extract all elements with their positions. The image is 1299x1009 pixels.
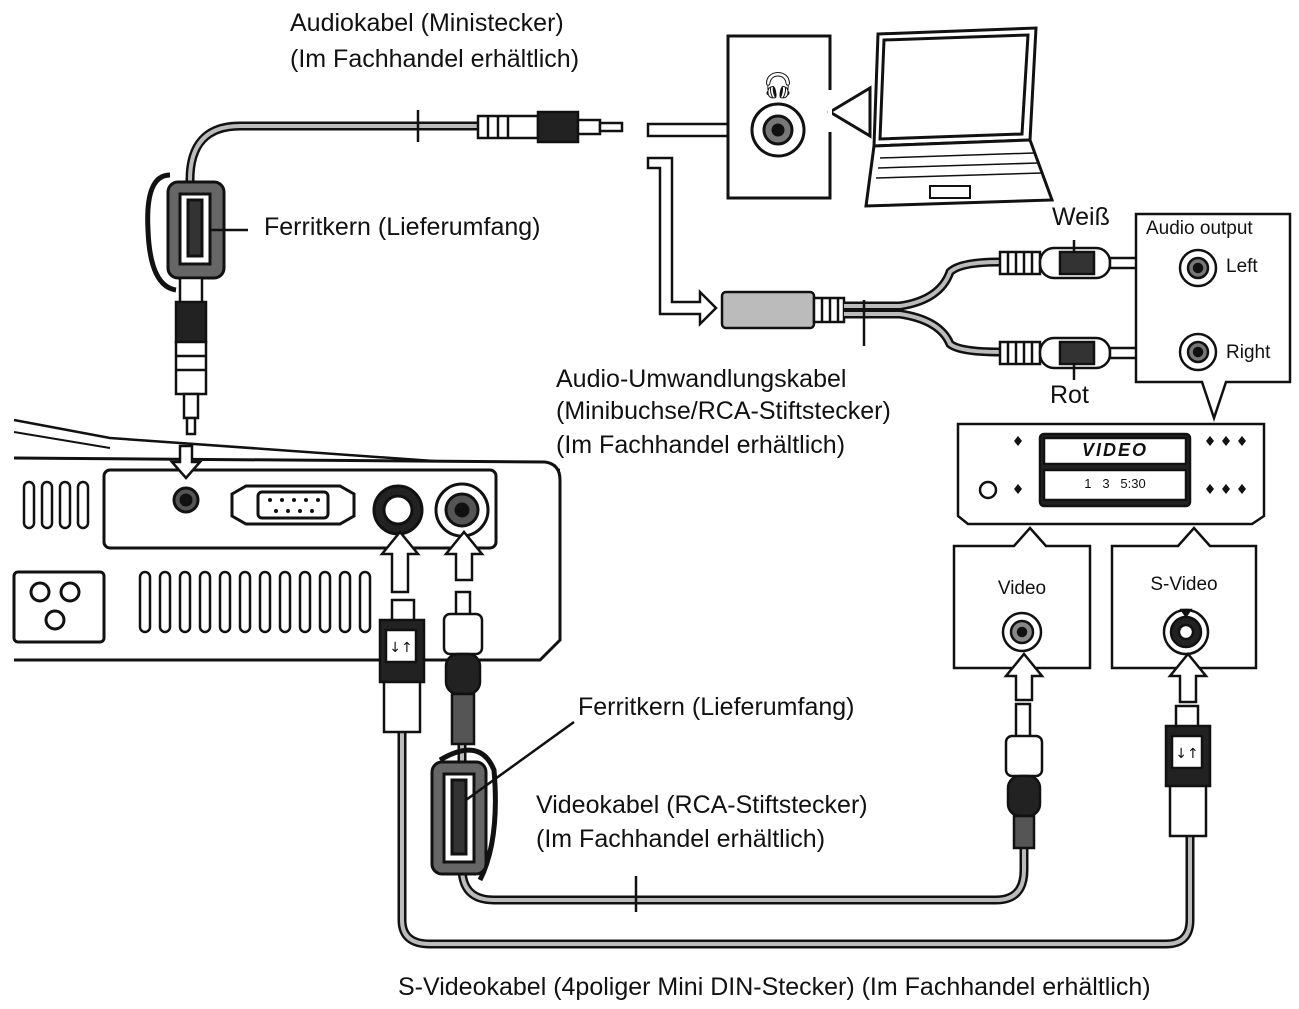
svg-text:↓↑: ↓↑ [389,640,412,656]
white-plug-label: Weiß [1052,203,1110,231]
conversion-cable-label-3: (Im Fachhandel erhältlich) [556,431,846,459]
ferrite-top-label: Ferritkern (Lieferumfang) [264,213,541,241]
ferrite-bottom-label: Ferritkern (Lieferumfang) [578,693,855,721]
svideo-cable [397,730,1195,949]
vcr-port-panels [952,526,1258,670]
svideo-cable-label: S-Videokabel (4poliger Mini DIN-Stecker)… [398,973,1151,1001]
audio-cable-label-2: (Im Fachhandel erhältlich) [290,45,580,73]
svideo-port-label: S-Video [1150,574,1218,595]
right-output-label: Right [1226,342,1271,363]
conversion-cable [720,240,1146,380]
video-port-label: Video [997,578,1047,599]
projector-icon [12,418,562,662]
arrow-to-audio-in [169,444,203,480]
vcr-icon [956,422,1266,526]
video-cable [457,740,1029,912]
video-cable-label-2: (Im Fachhandel erhältlich) [536,825,826,853]
conversion-cable-label-2: (Minibuchse/RCA-Stiftstecker) [556,397,891,425]
svg-text:↓↑: ↓↑ [1175,746,1198,762]
video-cable-label-1: Videokabel (RCA-Stiftstecker) [536,791,868,819]
arrow-to-video-port [443,530,485,582]
vcr-display-label: VIDEO [1081,440,1148,460]
red-plug-label: Rot [1050,381,1089,409]
video-plug-projector [442,590,484,746]
svideo-plug-vcr: ↓↑ [1164,704,1212,838]
left-output-label: Left [1226,256,1258,277]
video-plug-vcr [1004,702,1044,850]
conversion-cable-label-1: Audio-Umwandlungskabel [556,365,847,393]
svideo-plug-projector: ↓↑ [378,598,426,734]
vcr-counter-label: 1 3 5:30 [1084,476,1146,491]
audio-output-panel [1134,212,1292,422]
arrow-to-vcr-video [1003,652,1045,702]
mini-plug-projector [174,276,208,436]
arrow-to-svideo-port [379,530,421,594]
arrow-to-vcr-svideo [1167,652,1209,704]
audio-cable-label-1: Audiokabel (Ministecker) [290,9,564,37]
ferrite-core-top [145,172,248,293]
ferrite-core-bottom [430,720,575,882]
audio-cable [185,110,480,280]
arrow-to-conversion [646,156,718,328]
audio-output-label: Audio output [1146,218,1253,239]
laptop-icon [726,26,1055,208]
mini-plug-top [476,110,624,144]
headphone-icon: 🎧︎ [761,71,794,101]
